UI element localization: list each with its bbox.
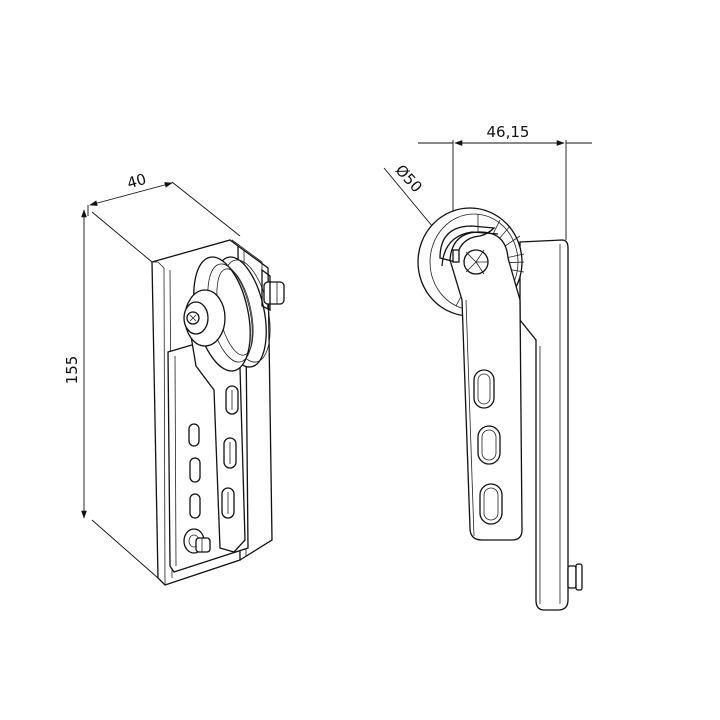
isometric-view: 155 40 [63, 170, 285, 586]
height-dimension: 155 [63, 209, 159, 579]
offset-dimension: 46,15 [418, 123, 592, 240]
pulley-arm [189, 328, 246, 553]
offset-dimension-label: 46,15 [487, 123, 530, 141]
bottom-bolt [183, 528, 211, 554]
width-dimension: 40 [87, 170, 241, 237]
side-bracket [519, 239, 569, 611]
axle-bolt [261, 268, 285, 312]
width-dimension-label: 40 [125, 170, 148, 193]
height-dimension-label: 155 [63, 356, 81, 385]
diameter-dimension-label: Ø50 [392, 161, 426, 196]
side-view: 46,15 Ø50 [383, 123, 592, 611]
plate-slots [188, 423, 201, 519]
pulley-wheel [183, 256, 271, 372]
side-arm-slots [473, 369, 503, 525]
side-bottom-bolt [567, 563, 583, 591]
